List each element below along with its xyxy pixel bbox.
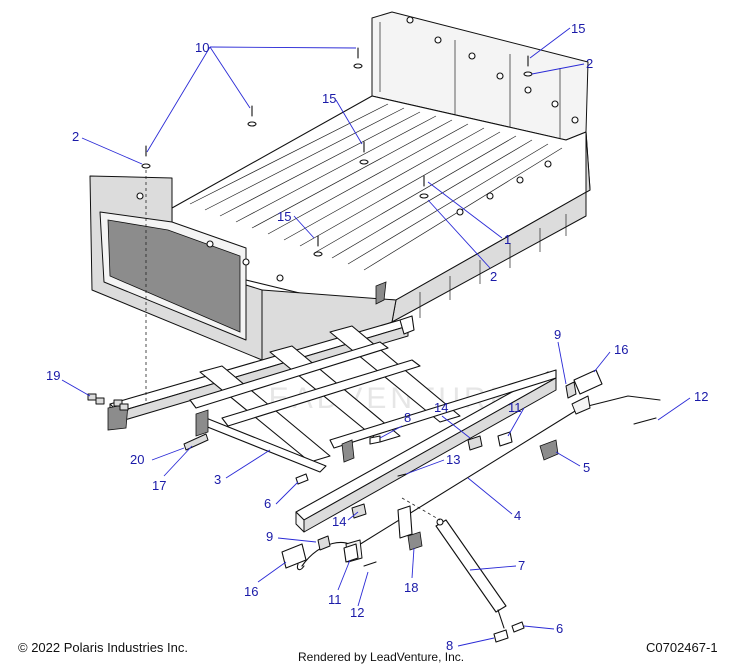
gas-strut: [435, 518, 507, 629]
callout-labels: 10 15 2 15 2 1 15 2 9 16 19 12 14 11 8 2…: [46, 21, 708, 653]
callout-20: 20: [130, 452, 144, 467]
callout-2: 2: [72, 129, 79, 144]
callout-18: 18: [404, 580, 418, 595]
callout-13: 13: [446, 452, 460, 467]
callout-7: 7: [518, 558, 525, 573]
callout-6: 6: [264, 496, 271, 511]
callout-9: 9: [554, 327, 561, 342]
callout-2: 2: [490, 269, 497, 284]
callout-16: 16: [614, 342, 628, 357]
callout-2: 2: [586, 56, 593, 71]
callout-14: 14: [332, 514, 346, 529]
callout-17: 17: [152, 478, 166, 493]
cargo-box: [89, 11, 591, 361]
callout-15: 15: [277, 209, 291, 224]
footer: © 2022 Polaris Industries Inc. Rendered …: [18, 640, 718, 664]
callout-14: 14: [434, 400, 448, 415]
callout-15: 15: [322, 91, 336, 106]
rendered-by-text: Rendered by LeadVenture, Inc.: [298, 650, 464, 664]
diagram-code: C0702467-1: [646, 640, 718, 655]
callout-12: 12: [350, 605, 364, 620]
frame-assembly: [107, 315, 557, 533]
copyright-text: © 2022 Polaris Industries Inc.: [18, 640, 188, 655]
callout-10: 10: [195, 40, 209, 55]
callout-1: 1: [504, 232, 511, 247]
callout-9: 9: [266, 529, 273, 544]
callout-4: 4: [514, 508, 521, 523]
leader-lines: [61, 27, 691, 647]
callout-19: 19: [46, 368, 60, 383]
callout-6: 6: [556, 621, 563, 636]
callout-8: 8: [404, 410, 411, 425]
callout-15: 15: [571, 21, 585, 36]
callout-12: 12: [694, 389, 708, 404]
callout-11: 11: [328, 592, 342, 607]
callout-8: 8: [446, 638, 453, 653]
callout-11: 11: [508, 400, 522, 415]
callout-16: 16: [244, 584, 258, 599]
callout-3: 3: [214, 472, 221, 487]
callout-5: 5: [583, 460, 590, 475]
